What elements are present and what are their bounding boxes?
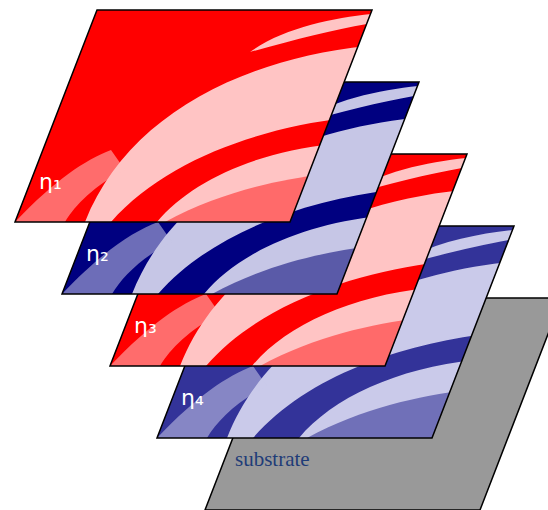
layer-label: η₁ <box>39 170 62 194</box>
layer-label: η₄ <box>181 386 204 410</box>
layer-shape <box>15 10 372 222</box>
layer-label: η₂ <box>86 242 109 266</box>
substrate-label: substrate <box>235 448 310 471</box>
film-layer: η₁ <box>15 10 372 222</box>
layer-label: η₃ <box>134 314 157 338</box>
